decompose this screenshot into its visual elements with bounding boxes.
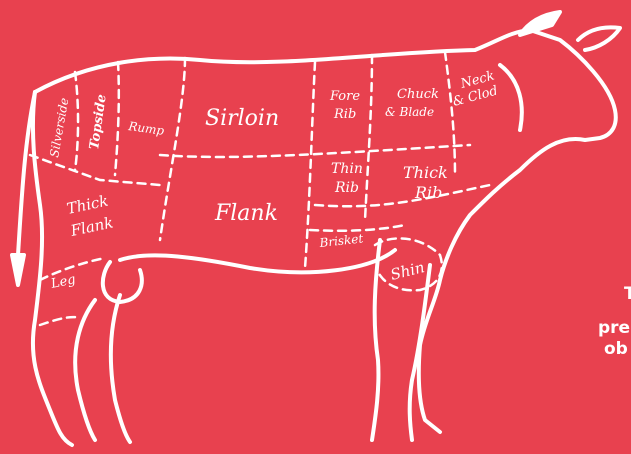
label-chuck-blade-1: Chuck <box>397 87 439 102</box>
cut-line <box>160 145 470 157</box>
label-thick-rib-2: Rib <box>414 183 442 202</box>
cut-line <box>305 62 315 268</box>
label-topside: Topside <box>87 93 110 150</box>
label-silverside: Silverside <box>47 97 71 159</box>
belly-outline <box>120 250 395 272</box>
cut-line <box>365 55 372 220</box>
tail-tuft <box>12 255 24 285</box>
cut-line <box>445 52 455 175</box>
label-thick-flank-1: Thick <box>65 192 110 218</box>
label-rump: Rump <box>127 119 166 138</box>
label-flank: Flank <box>214 201 278 226</box>
label-fore-rib-1: Fore <box>329 89 360 104</box>
label-thick-rib-1: Thick <box>403 163 448 182</box>
cut-line <box>160 58 185 240</box>
ear <box>578 27 620 50</box>
cut-line <box>75 72 78 170</box>
cut-line <box>40 317 80 325</box>
head-line <box>500 65 522 130</box>
cut-line <box>30 155 160 185</box>
cropped-text-line-1: T <box>624 283 631 305</box>
cut-line <box>310 225 405 231</box>
label-fore-rib-2: Rib <box>333 107 356 122</box>
label-chuck-blade-2: & Blade <box>385 105 434 119</box>
cropped-text-line-3: ob <box>604 338 628 360</box>
label-sirloin: Sirloin <box>205 106 279 131</box>
label-thin-rib-2: Rib <box>334 180 359 196</box>
udder <box>103 262 142 302</box>
label-brisket: Brisket <box>318 231 364 250</box>
cropped-text-line-2: pre <box>598 317 630 339</box>
label-thick-flank-2: Flank <box>68 213 115 240</box>
cut-line <box>115 62 119 175</box>
label-thin-rib-1: Thin <box>331 161 363 177</box>
label-shin: Shin <box>389 258 427 284</box>
